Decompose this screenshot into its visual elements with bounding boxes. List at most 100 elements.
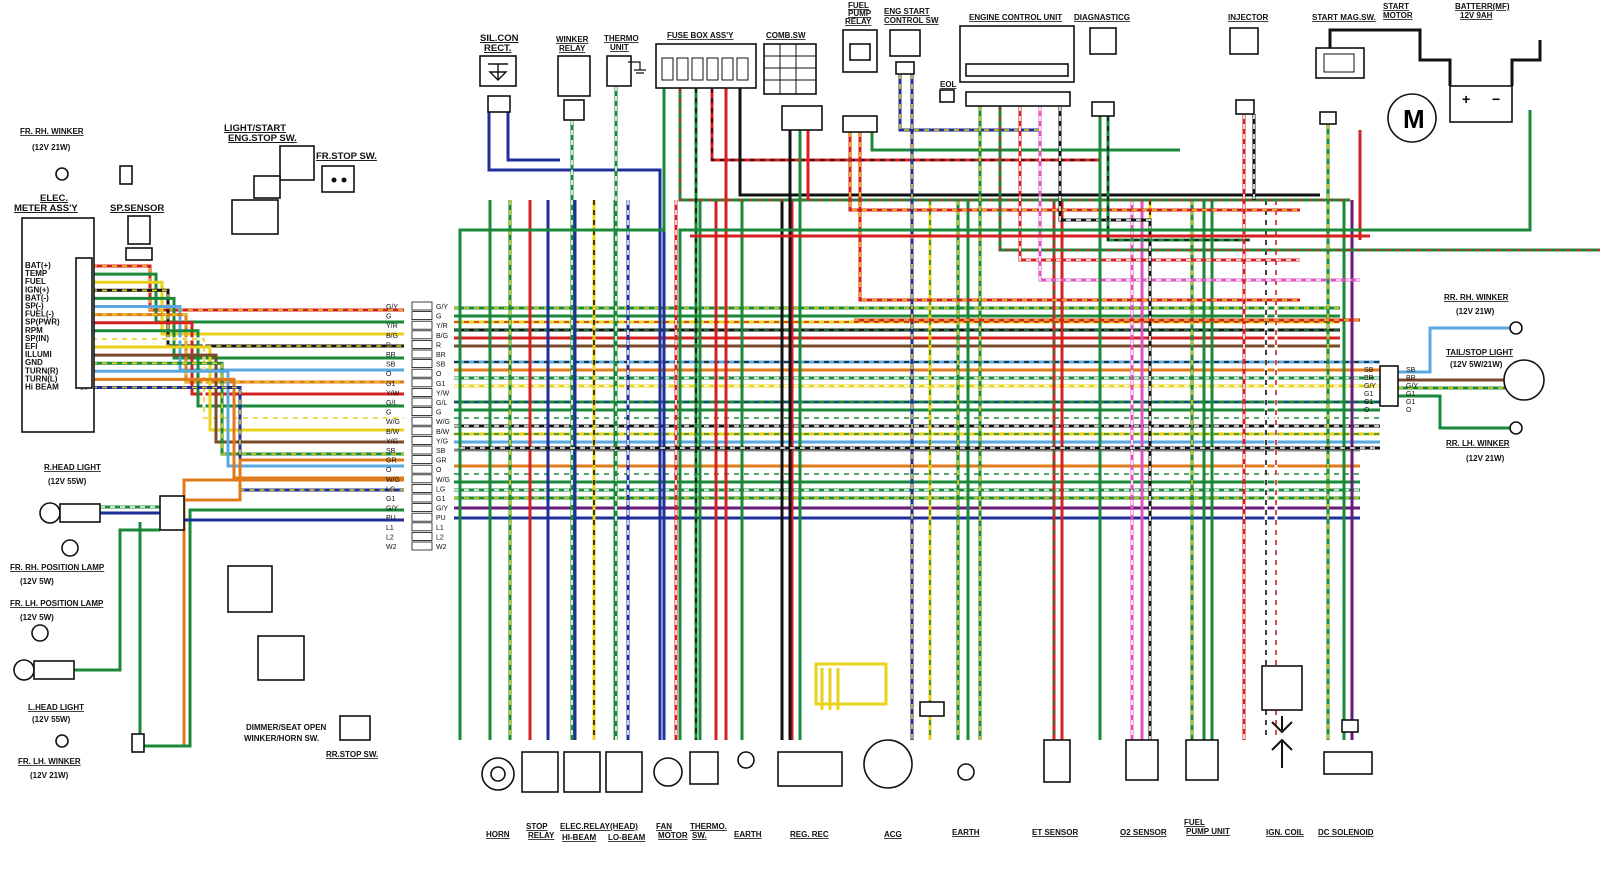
start-mag-label: START MAG.SW. [1312, 13, 1376, 22]
wire [132, 522, 142, 742]
fr-rh-position-spec: (12V 5W) [20, 577, 54, 586]
ecu-label: ENGINE CONTROL UNIT [969, 13, 1062, 22]
connector-code: Y/G [386, 438, 398, 445]
wire-stripe [1059, 106, 1151, 740]
connector-code: L2 [386, 534, 394, 541]
r-head-light-spec: (12V 55W) [48, 477, 87, 486]
start-motor-label-2: MOTOR [1383, 11, 1413, 20]
elec-meter: ELEC. METER ASS'Y BAT(+)1TEMP2FUEL3IGN(+… [14, 193, 95, 433]
rear-connector-code: G1 [1364, 391, 1373, 398]
eng-start-label-2: CONTROL SW [884, 16, 939, 25]
battery-label-2: 12V 9AH [1460, 11, 1493, 20]
meter-pin-label: FUEL(-) [25, 310, 54, 319]
connector-code: G/Y [436, 304, 448, 311]
et-sensor-box [1043, 739, 1071, 783]
rear-connector-code: SB [1406, 367, 1416, 374]
fuel-pump-relay-label-3: RELAY [845, 17, 872, 26]
connector-code: R [386, 342, 391, 349]
fuel-pump-relay-label-2: PUMP [848, 9, 872, 18]
rear-connector-code: G/Y [1364, 383, 1376, 390]
fuel-pump-relay-label-1: FUEL [848, 1, 869, 10]
wire-stripe [92, 362, 404, 455]
lo-beam-relay-box [605, 751, 643, 793]
fr-stop-label: FR.STOP SW. [316, 151, 377, 162]
light-start-label-2: ENG.STOP SW. [228, 133, 297, 144]
meter-pin-label: TEMP [25, 269, 48, 278]
fan-motor-symbol [653, 757, 683, 787]
rear-connector-code: BR [1364, 375, 1374, 382]
fr-rh-position-label: FR. RH. POSITION LAMP [10, 563, 105, 572]
rr-rh-winker: RR. RH. WINKER (12V 21W) [1444, 293, 1523, 335]
eng-start-control: ENG START CONTROL SW [884, 7, 939, 75]
meter-pin-label: FUEL [25, 277, 46, 286]
connector-code: LG [436, 486, 445, 493]
meter-pin-label: GND [25, 358, 43, 367]
wire-stripe [849, 132, 1300, 211]
fr-rh-winker: FR. RH. WINKER (12V 21W) [20, 127, 133, 185]
stop-relay-box [521, 751, 559, 793]
fuse-box: FUSE BOX ASS'Y [655, 31, 757, 89]
bottom-component-label: IGN. COIL [1266, 828, 1304, 837]
connector-code: G/Y [386, 506, 398, 513]
wire [1398, 326, 1510, 374]
wire [1398, 394, 1510, 430]
wire-stripe [1039, 106, 1360, 281]
eol-label: EOL [940, 80, 957, 89]
bottom-component-label: RELAY [528, 831, 555, 840]
wire [92, 296, 404, 360]
wire [848, 132, 1300, 212]
battery: BATTERR(MF) 12V 9AH + − [1449, 2, 1513, 123]
wire-stripe [1107, 116, 1250, 241]
wire [998, 106, 1600, 252]
connector-code: SB [386, 362, 396, 369]
fr-rh-winker-label: FR. RH. WINKER [20, 127, 84, 136]
wire-stripe [711, 88, 1100, 161]
bottom-component-label: LO-BEAM [608, 833, 646, 842]
wire [182, 478, 404, 746]
connector-code: PU [386, 515, 396, 522]
wire [140, 508, 404, 748]
bottom-component-label: EARTH [734, 830, 762, 839]
fr-lh-winker: FR. LH. WINKER (12V 21W) [18, 733, 145, 780]
rr-lh-winker-label: RR. LH. WINKER [1446, 439, 1510, 448]
wire-stripe [859, 132, 1300, 301]
connector-code: W/G [436, 477, 450, 484]
start-mag-sw: START MAG.SW. [1312, 13, 1376, 125]
rear-connector-code: BR [1406, 375, 1416, 382]
bottom-component-label: HI-BEAM [562, 833, 597, 842]
thermo-sw-box [689, 751, 719, 785]
wire [678, 110, 1532, 740]
wire [858, 132, 1300, 302]
wire-stripe [1019, 106, 1300, 261]
fr-lh-winker-label: FR. LH. WINKER [18, 757, 81, 766]
bottom-component-label: ELEC.RELAY(HEAD) [560, 822, 638, 831]
connector-code: G/Y [436, 506, 448, 513]
diagnostic: DIAGNASTICG [1074, 13, 1130, 117]
meter-pin-label: TURN(L) [25, 374, 58, 383]
rr-stop-label: RR.STOP SW. [326, 750, 378, 759]
comb-sw: COMB.SW [763, 31, 823, 131]
earth-symbol-1 [737, 751, 755, 769]
wire-stripe [92, 386, 404, 491]
connector-code: G [386, 314, 391, 321]
fuel-pump-box [1185, 739, 1219, 781]
bottom-component-label: REG. REC [790, 830, 829, 839]
meter-pin-label: EFI [25, 342, 37, 351]
sp-sensor: SP.SENSOR [110, 203, 164, 261]
bottom-component-label: HORN [486, 830, 510, 839]
connector-code: W/G [386, 419, 400, 426]
bottom-components [481, 662, 1373, 793]
fr-rh-position: FR. RH. POSITION LAMP (12V 5W) [10, 539, 105, 586]
connector-code: Y/W [386, 390, 400, 397]
meter-pin-label: SP(PWR) [25, 318, 60, 327]
rear-connector-code: G1 [1364, 399, 1373, 406]
wire-stripe [92, 289, 404, 347]
wire [92, 329, 404, 408]
wire-stripe [999, 106, 1600, 251]
connector-code: G1 [386, 381, 395, 388]
connector-code: B/G [386, 333, 398, 340]
bottom-component-label: DC SOLENOID [1318, 828, 1374, 837]
